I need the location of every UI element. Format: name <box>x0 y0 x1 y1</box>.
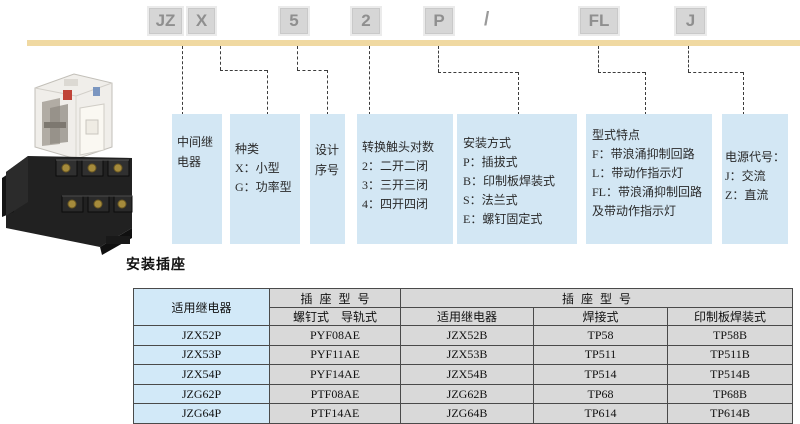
code-segment-2: 2 <box>352 8 380 34</box>
connector-p-drop <box>518 72 519 115</box>
code-segment-p: P <box>425 8 453 34</box>
connector-j <box>688 46 689 72</box>
connector-fl <box>598 46 599 72</box>
table-header-applicable-relay: 适用继电器 <box>133 288 270 326</box>
legend-box-mounting-style: 安装方式 P：插拔式 B：印制板焊装式 S：法兰式 E：螺钉固定式 <box>457 114 577 244</box>
legend-text: 2：二开二闭 <box>362 159 429 173</box>
legend-text: Z：直流 <box>725 188 769 202</box>
cell: PTF14AE <box>269 403 401 424</box>
connector-p-elbow <box>438 72 518 73</box>
table-subheader-pcb: 印制板焊装式 <box>666 307 794 326</box>
cell: TP511B <box>666 344 794 366</box>
cell: JZG64P <box>133 403 270 424</box>
connector-x-drop <box>267 70 268 115</box>
connector-fl-drop <box>645 72 646 115</box>
legend-text: FL：带浪涌抑制回路及带动作指示灯 <box>592 185 703 218</box>
cell: JZX52B <box>400 325 534 346</box>
code-segment-jz: JZ <box>149 8 182 34</box>
connector-5-drop <box>327 70 328 115</box>
connector-x-elbow <box>220 70 267 71</box>
connector-x <box>220 46 221 70</box>
cell: TP58B <box>666 325 794 346</box>
divider-bar <box>27 40 800 46</box>
cell: TP614 <box>533 403 668 424</box>
legend-text: 3：三开三闭 <box>362 178 429 192</box>
cell: JZX53P <box>133 344 270 366</box>
connector-5-elbow <box>297 70 327 71</box>
legend-text: 型式特点 <box>592 128 641 142</box>
legend-text: E：螺钉固定式 <box>463 212 543 226</box>
table-subheader-screw-rail: 螺钉式 导轨式 <box>269 307 401 326</box>
table-row: JZX53P PYF11AE JZX53B TP511 TP511B <box>133 344 794 366</box>
cell: JZG64B <box>400 403 534 424</box>
cell: PYF11AE <box>269 344 401 366</box>
cell: TP68B <box>666 383 794 405</box>
legend-text: 电源代号： <box>725 150 786 164</box>
relay-socket <box>2 156 133 255</box>
table-header-socket-model-left: 插座型号 <box>269 288 401 308</box>
legend-box-relay-category: 中间继电器 <box>172 114 222 244</box>
table-subheader-applicable-relay: 适用继电器 <box>400 307 534 326</box>
socket-selection-table: 适用继电器 插座型号 插座型号 螺钉式 导轨式 适用继电器 焊接式 印制板焊装式… <box>133 288 794 424</box>
relay-cube <box>34 73 113 160</box>
code-segment-5: 5 <box>280 8 308 34</box>
legend-text: P：插拔式 <box>463 155 518 169</box>
cell: PTF08AE <box>269 383 401 405</box>
legend-box-contact-pairs: 转换触头对数 2：二开二闭 3：三开三闭 4：四开四闭 <box>357 114 453 244</box>
legend-box-design-serial: 设计 序号 <box>310 114 345 244</box>
code-segment-j: J <box>676 8 705 34</box>
legend-text: 种类 <box>235 142 260 156</box>
cell: TP514 <box>533 364 668 385</box>
legend-text: S：法兰式 <box>463 193 518 207</box>
legend-text: X：小型 <box>235 161 280 175</box>
connector-j-drop <box>743 72 744 115</box>
code-separator-slash: / <box>484 9 490 30</box>
cell: JZX54B <box>400 364 534 385</box>
section-title-mounting-socket: 安装插座 <box>126 256 186 272</box>
table-header-socket-model-right: 插座型号 <box>399 288 794 308</box>
legend-box-kind: 种类 X：小型 G：功率型 <box>230 114 300 244</box>
connector-5 <box>297 46 298 70</box>
table-row: JZX54P PYF14AE JZX54B TP514 TP514B <box>133 364 794 385</box>
cell: PYF08AE <box>269 325 401 346</box>
cell: TP58 <box>533 325 668 346</box>
cell: JZG62B <box>400 383 534 405</box>
legend-text: 安装方式 <box>463 136 512 150</box>
code-segment-fl: FL <box>580 8 618 34</box>
table-row: JZG62P PTF08AE JZG62B TP68 TP68B <box>133 383 794 405</box>
connector-2 <box>369 46 370 115</box>
cell: TP68 <box>533 383 668 405</box>
legend-box-model-features: 型式特点 F：带浪涌抑制回路 L：带动作指示灯 FL：带浪涌抑制回路及带动作指示… <box>586 114 712 244</box>
legend-text: B：印制板焊装式 <box>463 174 556 188</box>
legend-text: G：功率型 <box>235 180 292 194</box>
table-row: JZX52P PYF08AE JZX52B TP58 TP58B <box>133 325 794 346</box>
legend-box-power-code: 电源代号： J：交流 Z：直流 <box>722 114 788 244</box>
table-row: JZG64P PTF14AE JZG64B TP614 TP614B <box>133 403 794 424</box>
legend-text: L：带动作指示灯 <box>592 166 684 180</box>
cell: JZX53B <box>400 344 534 366</box>
table-subheader-solder: 焊接式 <box>533 307 668 326</box>
legend-text: 序号 <box>315 163 340 177</box>
cell: TP511 <box>533 344 668 366</box>
legend-text: 4：四开四闭 <box>362 197 429 211</box>
connector-j-elbow <box>688 72 743 73</box>
cell: JZX52P <box>133 325 270 346</box>
cell: PYF14AE <box>269 364 401 385</box>
legend-text: F：带浪涌抑制回路 <box>592 147 695 161</box>
connector-fl-elbow <box>598 72 645 73</box>
cell: JZG62P <box>133 383 270 405</box>
cell: TP614B <box>666 403 794 424</box>
connector-p <box>438 46 439 72</box>
legend-text: J：交流 <box>725 169 766 183</box>
connector-jz <box>182 46 183 115</box>
cell: TP514B <box>666 364 794 385</box>
legend-text: 中间继电器 <box>177 135 214 169</box>
legend-text: 设计 <box>315 143 340 157</box>
cell: JZX54P <box>133 364 270 385</box>
code-segment-x: X <box>188 8 215 34</box>
legend-text: 转换触头对数 <box>362 140 435 154</box>
relay-product-photo <box>2 73 133 255</box>
